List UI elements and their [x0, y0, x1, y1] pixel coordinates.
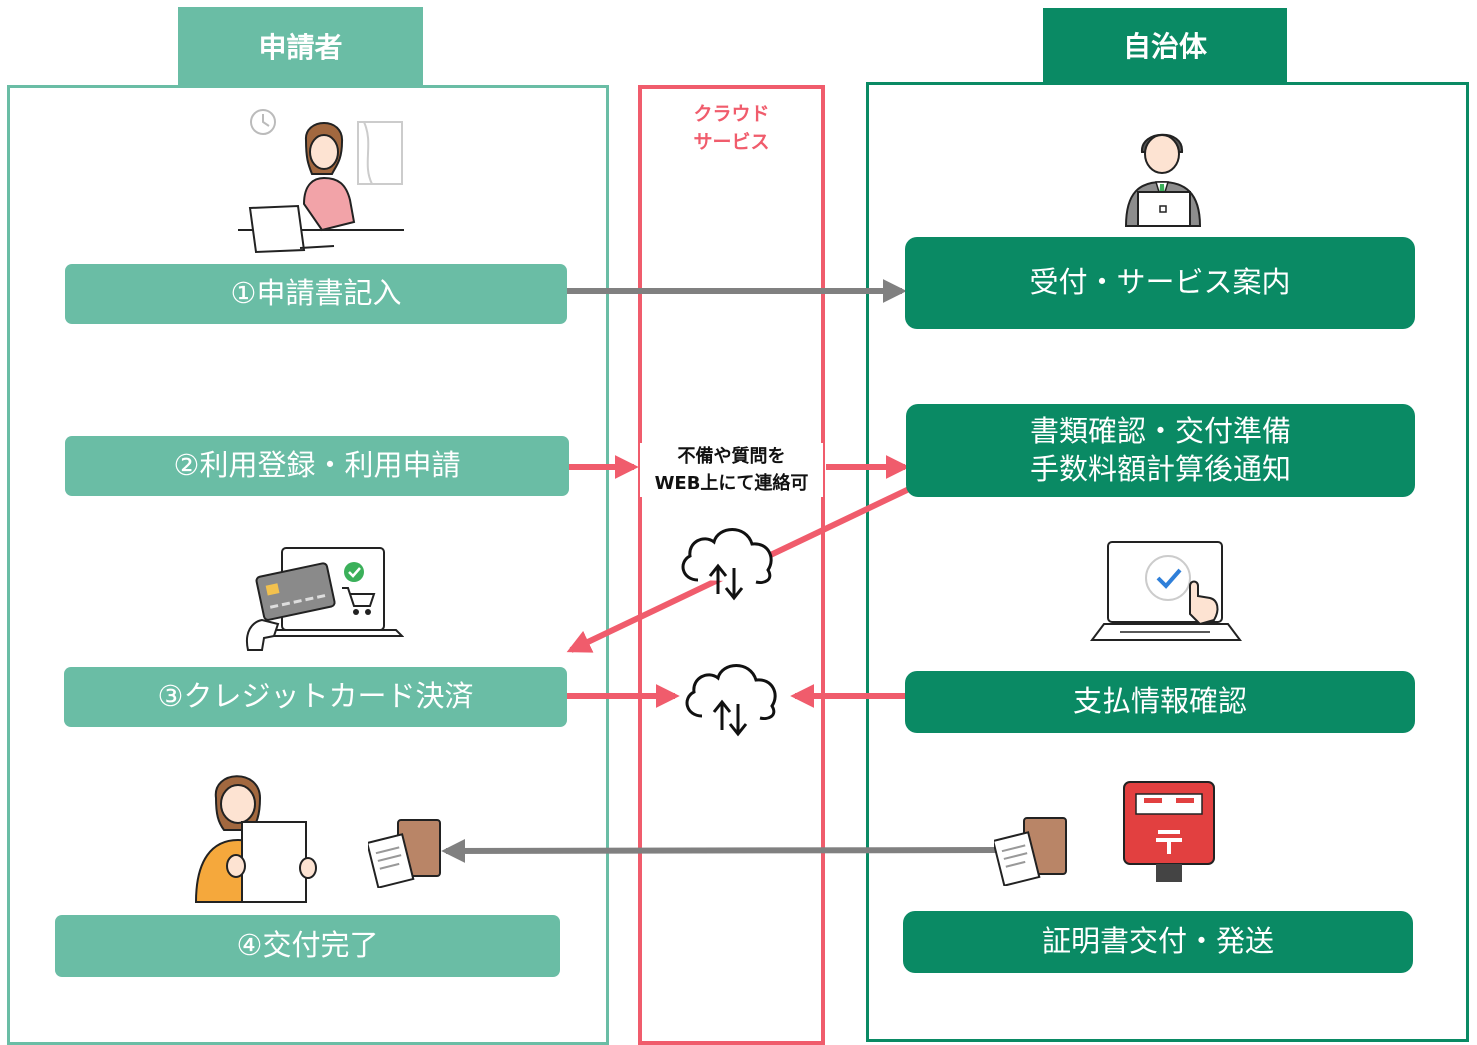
cloud-note: 不備や質問を WEB上にて連絡可	[640, 443, 823, 497]
credit-card-illustration	[246, 547, 404, 651]
step4-complete-box: ④交付完了	[55, 915, 560, 977]
step3-label: ③クレジットカード決済	[157, 679, 474, 714]
review-label-line1: 書類確認・交付準備	[1029, 413, 1291, 448]
review-label-line2: 手数料額計算後通知	[1029, 451, 1291, 486]
cloud-note-line2: WEB上にて連絡可	[654, 473, 809, 494]
step2-label: ②利用登録・利用申請	[173, 448, 461, 483]
applicant-lane-header: 申請者	[178, 7, 423, 85]
step1-application-box: ①申請書記入	[65, 264, 567, 324]
issue-box: 証明書交付・発送	[903, 911, 1413, 973]
applicant-lane-title: 申請者	[258, 31, 343, 64]
cloud-sync-icon	[685, 664, 777, 737]
step1-label: ①申請書記入	[230, 276, 402, 311]
payment-check-box: 支払情報確認	[905, 671, 1415, 733]
reception-label: 受付・サービス案内	[1029, 265, 1291, 300]
official-laptop-illustration	[1124, 133, 1202, 227]
cloud-lane-title: クラウド サービス	[642, 101, 821, 156]
applicant-laptop-illustration	[238, 109, 404, 254]
municipality-lane-title: 自治体	[1122, 30, 1207, 63]
envelope-icon	[994, 817, 1067, 886]
arrow-issue-to-step4	[441, 838, 998, 863]
checkmark-laptop-illustration	[1090, 541, 1242, 641]
cloud-lane-title-line1: クラウド	[693, 103, 770, 125]
cloud-lane-title-line2: サービス	[693, 130, 770, 153]
applicant-document-illustration	[194, 775, 317, 903]
municipality-lane-header: 自治体	[1043, 8, 1287, 82]
post-box-icon	[1123, 781, 1215, 882]
reception-box: 受付・サービス案内	[905, 237, 1415, 329]
payment-check-label: 支払情報確認	[1072, 684, 1247, 719]
step4-label: ④交付完了	[236, 928, 379, 963]
step2-registration-box: ②利用登録・利用申請	[65, 436, 569, 496]
review-box: 書類確認・交付準備 手数料額計算後通知	[906, 404, 1415, 497]
envelope-icon	[368, 819, 441, 888]
cloud-note-line1: 不備や質問を	[677, 446, 786, 467]
issue-label: 証明書交付・発送	[1041, 924, 1274, 959]
step3-payment-box: ③クレジットカード決済	[64, 667, 567, 727]
cloud-sync-icon	[681, 528, 773, 601]
